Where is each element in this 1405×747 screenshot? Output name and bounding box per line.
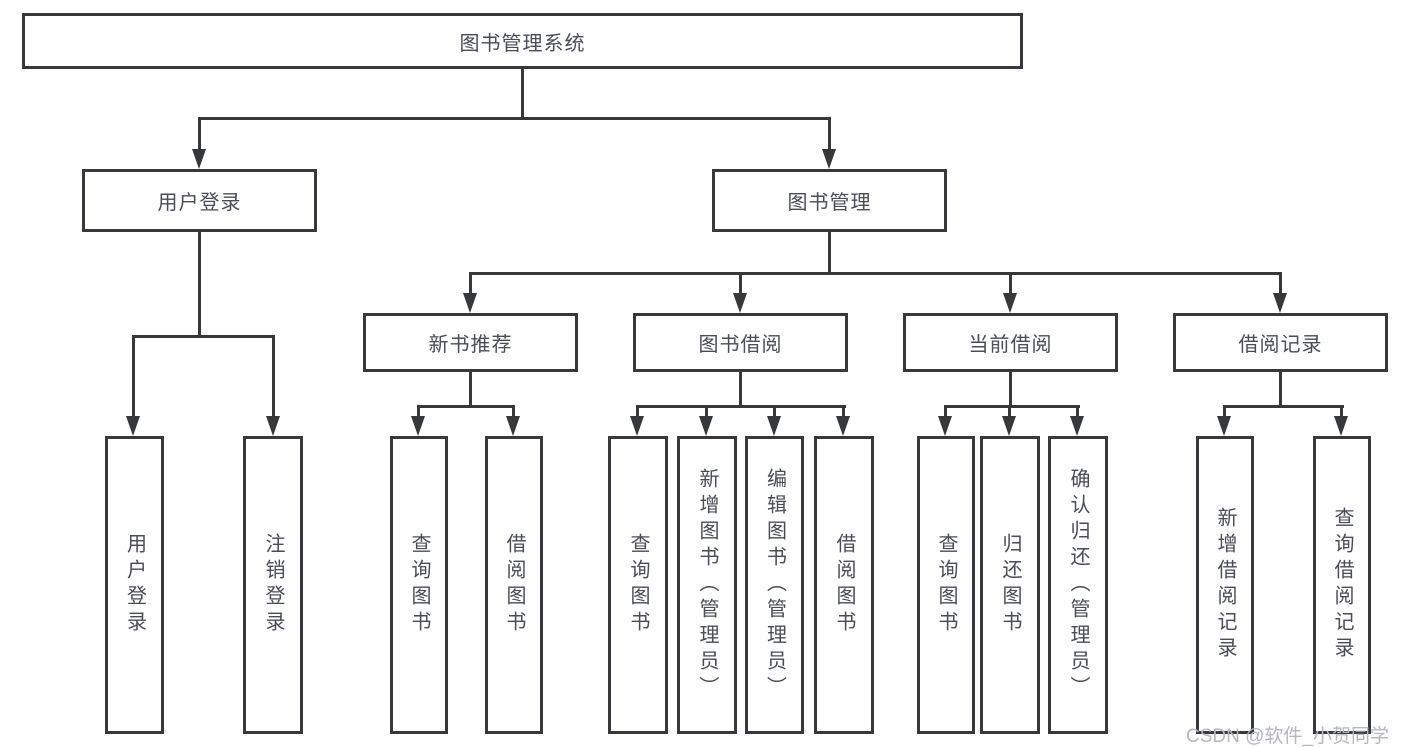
- node-label: 新增借阅记录: [1214, 507, 1236, 663]
- arrowhead-icon: [822, 149, 836, 169]
- connector-line: [198, 117, 201, 153]
- connector-line: [272, 335, 275, 420]
- connector-line: [705, 405, 708, 420]
- node-logout: 注销登录: [243, 436, 303, 734]
- node-user-login: 用户登录: [82, 169, 317, 232]
- node-label: 查询图书: [935, 533, 957, 637]
- arrowhead-icon: [767, 416, 781, 436]
- node-label: 图书管理系统: [459, 32, 586, 55]
- arrowhead-icon: [463, 293, 477, 313]
- connector-line: [944, 405, 947, 420]
- connector-line: [842, 405, 845, 420]
- connector-line: [469, 272, 1282, 275]
- node-book-borrowing: 图书借阅: [633, 313, 848, 372]
- node-label: 图书借阅: [698, 334, 783, 356]
- connector-line: [828, 117, 831, 153]
- node-borrowing-records: 借阅记录: [1173, 313, 1388, 372]
- node-query-books: 查询图书: [390, 436, 448, 734]
- arrowhead-icon: [836, 416, 850, 436]
- node-label: 新增图书（管理员）: [696, 468, 718, 702]
- connector-line: [469, 372, 472, 408]
- node-query-borrow-record: 查询借阅记录: [1313, 436, 1371, 734]
- connector-line: [417, 405, 515, 408]
- node-label: 借阅记录: [1238, 334, 1323, 356]
- connector-line: [1223, 405, 1344, 408]
- connector-line: [739, 372, 742, 408]
- connector-line: [132, 335, 275, 338]
- connector-line: [773, 405, 776, 420]
- node-borrow-books: 借阅图书: [814, 436, 874, 734]
- node-book-management: 图书管理: [712, 169, 947, 232]
- node-current-borrowing: 当前借阅: [903, 313, 1118, 372]
- connector-line: [198, 232, 201, 338]
- node-label: 当前借阅: [968, 334, 1053, 356]
- node-new-book-recommend: 新书推荐: [363, 313, 578, 372]
- arrowhead-icon: [630, 416, 644, 436]
- connector-line: [1076, 405, 1079, 420]
- connector-line: [1223, 405, 1226, 420]
- connector-line: [1340, 405, 1343, 420]
- node-return-books: 归还图书: [980, 436, 1040, 734]
- arrowhead-icon: [266, 416, 280, 436]
- arrowhead-icon: [1217, 416, 1231, 436]
- connector-line: [636, 405, 846, 408]
- arrowhead-icon: [1334, 416, 1348, 436]
- connector-line: [1009, 372, 1012, 408]
- node-label: 图书管理: [787, 192, 872, 214]
- node-user-login-leaf: 用户登录: [105, 436, 164, 734]
- connector-line: [1008, 405, 1011, 420]
- connector-line: [512, 405, 515, 420]
- node-library-management-system: 图书管理系统: [22, 13, 1023, 69]
- node-query-books: 查询图书: [917, 436, 975, 734]
- node-label: 借阅图书: [503, 533, 525, 637]
- arrowhead-icon: [126, 416, 140, 436]
- arrowhead-icon: [1070, 416, 1084, 436]
- connector-line: [1279, 372, 1282, 408]
- connector-line: [132, 335, 135, 420]
- arrowhead-icon: [699, 416, 713, 436]
- watermark: CSDN @软件_小贺同学: [1186, 726, 1389, 747]
- node-edit-books-admin: 编辑图书（管理员）: [745, 436, 804, 734]
- connector-line: [521, 69, 524, 120]
- arrowhead-icon: [1273, 293, 1287, 313]
- connector-line: [198, 117, 831, 120]
- arrowhead-icon: [733, 293, 747, 313]
- node-label: 用户登录: [123, 533, 146, 637]
- node-add-books-admin: 新增图书（管理员）: [677, 436, 737, 734]
- node-add-borrow-record: 新增借阅记录: [1196, 436, 1254, 734]
- connector-line: [739, 272, 742, 298]
- node-label: 查询图书: [408, 533, 430, 637]
- node-label: 新书推荐: [428, 334, 513, 356]
- node-label: 查询借阅记录: [1331, 507, 1353, 663]
- arrowhead-icon: [411, 416, 425, 436]
- arrowhead-icon: [1002, 416, 1016, 436]
- node-label: 用户登录: [157, 192, 242, 214]
- connector-line: [417, 405, 420, 420]
- arrowhead-icon: [506, 416, 520, 436]
- node-borrow-books: 借阅图书: [485, 436, 543, 734]
- node-label: 注销登录: [262, 533, 284, 637]
- node-label: 确认归还（管理员）: [1067, 468, 1089, 702]
- node-label: 借阅图书: [833, 533, 855, 637]
- node-label: 查询图书: [627, 533, 649, 637]
- connector-line: [1279, 272, 1282, 298]
- node-query-books: 查询图书: [608, 436, 668, 734]
- node-label: 编辑图书（管理员）: [763, 468, 786, 702]
- connector-line: [636, 405, 639, 420]
- connector-line: [944, 405, 1080, 408]
- connector-line: [1009, 272, 1012, 298]
- arrowhead-icon: [192, 149, 206, 169]
- connector-line: [469, 272, 472, 298]
- arrowhead-icon: [1003, 293, 1017, 313]
- node-label: 归还图书: [999, 533, 1021, 637]
- connector-line: [828, 232, 831, 275]
- node-confirm-return-admin: 确认归还（管理员）: [1048, 436, 1108, 734]
- arrowhead-icon: [938, 416, 952, 436]
